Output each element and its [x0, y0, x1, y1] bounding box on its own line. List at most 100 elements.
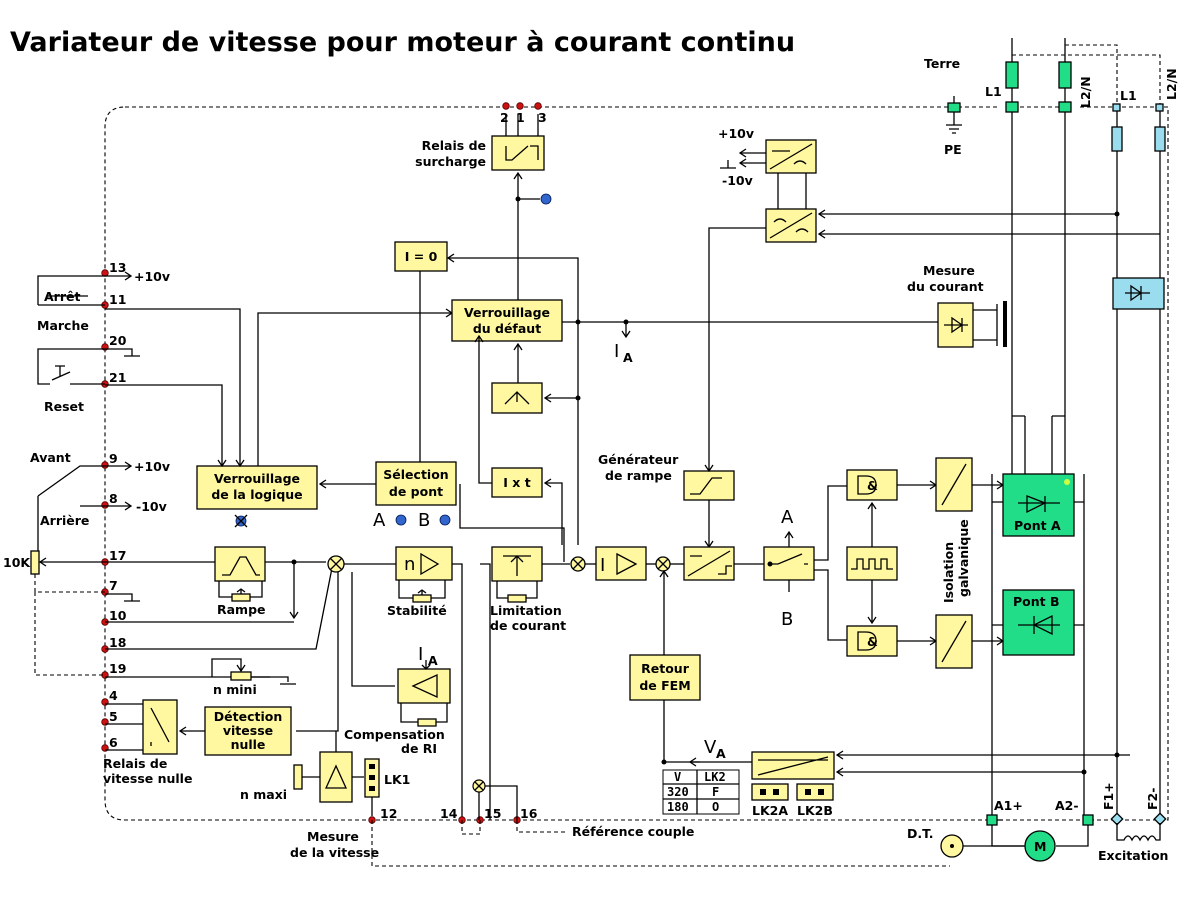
- wire-sync-l1: [817, 209, 1117, 219]
- lk1-link: LK1: [364, 758, 410, 816]
- mains-supply: L1 L2/N Terre PE: [924, 38, 1093, 157]
- l2n-label-a: L2/N: [1078, 76, 1093, 108]
- reset-button: Reset: [37, 348, 105, 414]
- terminal-label-8: 8: [109, 491, 118, 506]
- plus10-label-13: +10v: [134, 269, 170, 284]
- i-zero-block: I = 0: [394, 241, 448, 272]
- l1-label-b: L1: [1120, 88, 1137, 103]
- armature-terminals: A1+ A2-: [986, 798, 1094, 847]
- summing-junction-2: [570, 556, 586, 572]
- wire-and-iso-b: [897, 636, 938, 646]
- terminal-label-5: 5: [109, 709, 118, 724]
- wire-18-sum: [105, 567, 333, 650]
- generateur-rampe-block: Générateur de rampe: [598, 452, 735, 501]
- terminal-label-7: 7: [109, 578, 118, 593]
- iso-label-1: Isolation: [941, 542, 956, 603]
- supply-transformer: +10v -10v: [718, 126, 817, 188]
- i-amp-label: I: [600, 555, 605, 576]
- terminal-label-13: 13: [109, 260, 126, 275]
- wire-iso-pont-b: [972, 636, 1005, 646]
- ia-comp-label: I: [418, 644, 423, 665]
- terminal-label-3: 3: [538, 110, 547, 125]
- motor-label: M: [1034, 839, 1046, 854]
- avant-arriere-switch: Avant Arrière: [30, 450, 105, 555]
- plus10-label-9: +10v: [134, 459, 170, 474]
- lk2-cell-320: 320: [667, 785, 689, 799]
- wire-defaut-relais: [513, 171, 523, 300]
- iso-label-2: galvanique: [956, 519, 971, 597]
- pot-10k-body: [30, 550, 40, 575]
- terminal-label-10: 10: [109, 608, 127, 623]
- wire-a2-feedback: [835, 767, 1084, 777]
- terminal-a1p: [986, 814, 998, 826]
- switch-a-label: A: [781, 507, 794, 528]
- ia-top-label: I: [614, 341, 619, 362]
- f1p-label: F1+: [1101, 782, 1116, 810]
- led-b-icon: [439, 514, 451, 526]
- mesure-vitesse-line2: de la vitesse: [290, 845, 379, 860]
- relais-surcharge-line1: Relais de: [422, 138, 486, 153]
- selection-pont-block: Sélection de pont A B: [373, 461, 457, 531]
- dt-label: D.T.: [907, 826, 934, 841]
- wire-comp-sum: [351, 572, 395, 687]
- n-maxi-label: n maxi: [240, 787, 287, 802]
- lk2-cell-180: 180: [667, 800, 689, 814]
- pot-10k-label: 10K: [3, 555, 31, 570]
- retour-fem-block: Retour de FEM: [629, 654, 701, 701]
- n-amplifier-block: n Stabilité: [387, 546, 453, 618]
- selection-pont-line1: Sélection: [383, 467, 448, 482]
- lk2b-label: LK2B: [797, 803, 833, 818]
- terminal-label-15: 15: [484, 806, 501, 821]
- plus10-top-label: +10v: [718, 126, 754, 141]
- a1p-label: A1+: [994, 798, 1023, 813]
- terminal-field-l1: [1112, 103, 1121, 112]
- pwm-comparator-block: [683, 546, 735, 581]
- verrouillage-defaut-line1: Verrouillage: [464, 305, 550, 320]
- terminal-label-20: 20: [109, 333, 127, 348]
- terminal-label-4: 4: [109, 688, 118, 703]
- summing-junction-1: [327, 555, 345, 573]
- fuse-l1-icon: [1005, 61, 1019, 89]
- pont-a-label: Pont A: [1014, 518, 1061, 533]
- wire-sync-gen: [704, 227, 766, 473]
- wire-gen-comp: [704, 500, 714, 549]
- page-title: Variateur de vitesse pour moteur à coura…: [10, 27, 795, 58]
- verrouillage-defaut-block: Verrouillage du défaut: [451, 299, 563, 342]
- ia-top-sub: A: [623, 350, 633, 365]
- n-mini-pot: n mini: [211, 658, 296, 697]
- excitation-label: Excitation: [1098, 848, 1168, 863]
- terminal-label-14: 14: [440, 806, 458, 821]
- retour-fem-line1: Retour: [641, 661, 690, 676]
- compensation-label-1: Compensation: [344, 727, 445, 742]
- arret-label: Arrêt: [44, 289, 80, 304]
- relais-vitesse-nulle: Relais de vitesse nulle: [103, 699, 192, 786]
- verrouillage-logique-line2: de la logique: [211, 487, 302, 502]
- wire-detection-relais: [178, 726, 205, 736]
- terminal-field-l2: [1155, 103, 1164, 112]
- wire-osc-gates: [867, 501, 877, 625]
- limitation-label-2: de courant: [490, 618, 566, 633]
- terminal-f1p: [1110, 812, 1124, 826]
- comparator-block: [491, 382, 543, 414]
- enclosure-border: [104, 106, 1169, 821]
- terminal-label-16: 16: [520, 806, 538, 821]
- i-zero-label: I = 0: [405, 249, 438, 264]
- terminal-9: [101, 461, 109, 469]
- relais-surcharge-line2: surcharge: [415, 154, 486, 169]
- wire-iso-pont-a: [972, 480, 1005, 490]
- wire-comp-in: [543, 393, 578, 403]
- oscillator-block: [846, 546, 898, 581]
- terminal-label-12: 12: [380, 806, 397, 821]
- wire-11-logique: [105, 308, 245, 468]
- wire-fem-sum3: [659, 569, 669, 655]
- wire-and-iso-a: [897, 480, 938, 490]
- wire-rampe-10: [289, 562, 299, 620]
- led-b-label: B: [418, 510, 430, 531]
- compensation-ri-block: I A Compensation de RI: [344, 644, 451, 756]
- l2n-label-b: L2/N: [1164, 68, 1179, 100]
- mesure-vitesse-line1: Mesure: [307, 829, 359, 844]
- bridge-switch-block: A B: [763, 507, 815, 630]
- led-a-icon: [395, 514, 407, 526]
- wire-switch-and-a: [814, 485, 847, 561]
